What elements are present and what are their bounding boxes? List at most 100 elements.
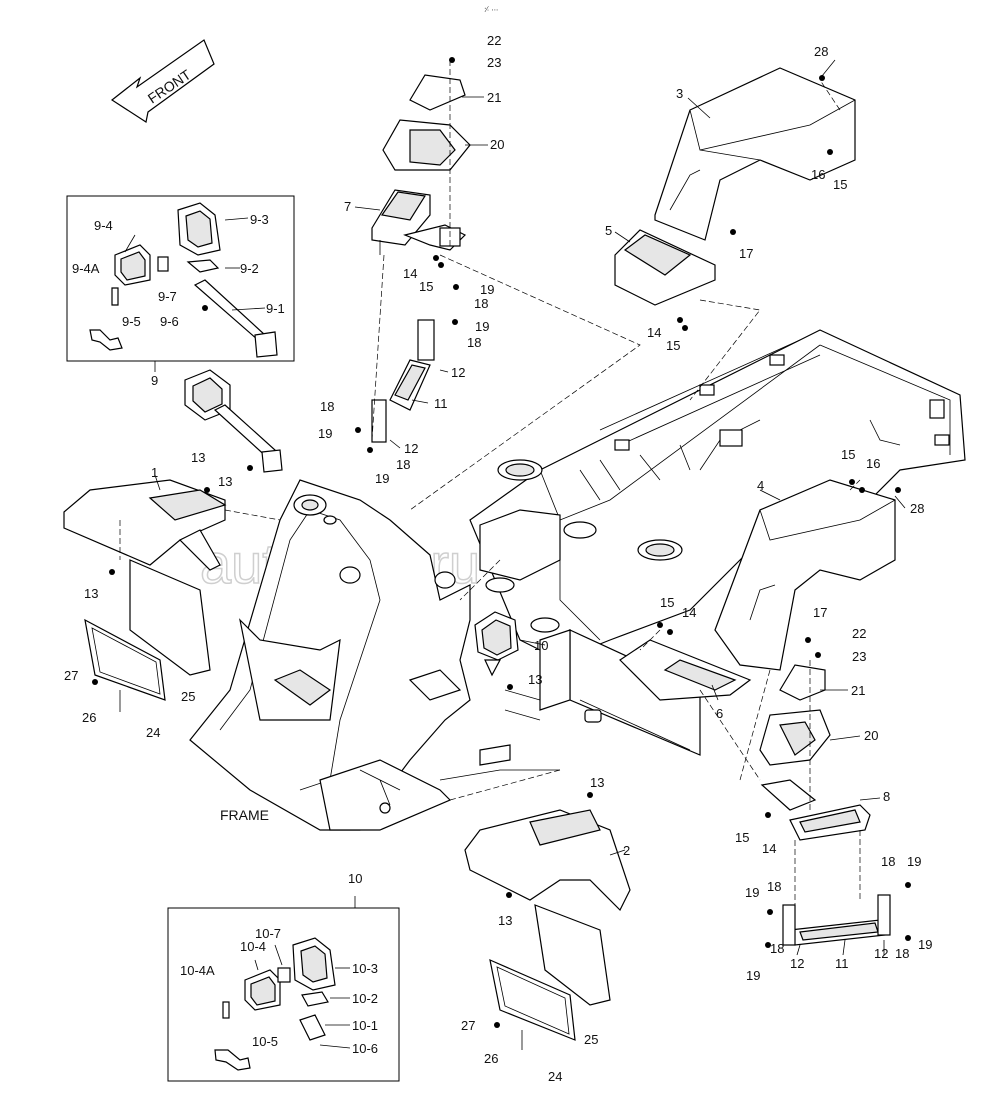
part-20-left-handrail-bracket	[382, 119, 471, 171]
part-11-right-lower-step	[782, 894, 891, 946]
callout-10-5: 10-5	[252, 1034, 278, 1049]
callout-19-e: 19	[907, 854, 921, 869]
callout-4: 4	[757, 478, 764, 493]
part-25-right-mud-flap	[489, 904, 611, 1050]
callout-9-4A: 9-4A	[72, 261, 100, 276]
part-25-left-mud-flap	[84, 559, 211, 712]
callout-24-a: 24	[146, 725, 160, 740]
callout-13-e: 13	[590, 775, 604, 790]
callout-10-6: 10-6	[352, 1041, 378, 1056]
callout-12-a: 12	[451, 365, 465, 380]
callout-19-d: 19	[375, 471, 389, 486]
callout-25-b: 25	[584, 1032, 598, 1047]
callout-23-b: 23	[852, 649, 866, 664]
callout-18-d: 18	[396, 457, 410, 472]
part-1-front-left-fender	[63, 479, 227, 571]
callout-16-b: 16	[866, 456, 880, 471]
callout-19-c: 19	[318, 426, 332, 441]
callout-28-a: 28	[814, 44, 828, 59]
callout-15-b: 15	[666, 338, 680, 353]
callout-10-2: 10-2	[352, 991, 378, 1006]
callout-14-c: 14	[682, 605, 696, 620]
callout-19-b: 19	[475, 319, 489, 334]
inset-box-10	[167, 896, 400, 1082]
callout-22-b: 22	[852, 626, 866, 641]
part-21-left-mount	[409, 74, 466, 111]
header-mark: ⸓ ∙∙∙	[484, 5, 498, 14]
part-21-right-mount	[779, 664, 826, 701]
callout-9-3: 9-3	[250, 212, 269, 227]
assembly-lines	[119, 60, 861, 905]
callout-19-f: 19	[745, 885, 759, 900]
callout-24-b: 24	[548, 1069, 562, 1084]
part-7-upper-left-step	[371, 189, 467, 255]
callout-10: 10	[534, 638, 548, 653]
front-direction-arrow: FRONT	[110, 39, 215, 123]
callout-19-g: 19	[746, 968, 760, 983]
callout-9-2: 9-2	[240, 261, 259, 276]
callout-10-4: 10-4	[240, 939, 266, 954]
callout-25-a: 25	[181, 689, 195, 704]
callout-12-b: 12	[404, 441, 418, 456]
part-20-right-handrail-bracket	[759, 709, 831, 766]
callout-14-d: 14	[762, 841, 776, 856]
callout-13-a: 13	[191, 450, 205, 465]
frame-label: FRAME	[220, 807, 269, 823]
callout-3: 3	[676, 86, 683, 101]
callout-10-4A: 10-4A	[180, 963, 215, 978]
part-9-left-lamp-assembly	[184, 369, 283, 473]
callout-26-b: 26	[484, 1051, 498, 1066]
leader-lines	[124, 59, 906, 1049]
callout-13-d: 13	[528, 672, 542, 687]
callout-2: 2	[623, 843, 630, 858]
callout-18-f: 18	[767, 879, 781, 894]
callout-11-left: 11	[434, 396, 448, 411]
callout-10-box: 10	[348, 871, 362, 886]
callout-9-5: 9-5	[122, 314, 141, 329]
part-5-rear-left-step	[614, 229, 716, 306]
callout-20-b: 20	[864, 728, 878, 743]
callout-1: 1	[151, 465, 158, 480]
part-8-lower-right-step	[760, 779, 871, 841]
callout-11-right: 11	[835, 956, 849, 971]
callout-19-a: 19	[480, 282, 494, 297]
callout-15-c: 15	[833, 177, 847, 192]
callout-12-d: 12	[874, 946, 888, 961]
callout-9-4: 9-4	[94, 218, 113, 233]
callout-27-a: 27	[64, 668, 78, 683]
callout-10-7: 10-7	[255, 926, 281, 941]
fasteners	[92, 57, 911, 1028]
callout-13-c: 13	[84, 586, 98, 601]
callout-23-a: 23	[487, 55, 501, 70]
callout-5: 5	[605, 223, 612, 238]
callout-12-c: 12	[790, 956, 804, 971]
callout-labels: 1 2 3 4 5 6 7 8 9 10 10 11 11 12 12 12 1…	[64, 33, 932, 1084]
callout-9: 9	[151, 373, 158, 388]
callout-19-h: 19	[918, 937, 932, 952]
callout-10-1: 10-1	[352, 1018, 378, 1033]
part-2-front-right-fender	[464, 809, 631, 912]
callout-22-a: 22	[487, 33, 501, 48]
callout-28-b: 28	[910, 501, 924, 516]
part-11-left-lower-step	[371, 319, 435, 443]
callout-13-f: 13	[498, 913, 512, 928]
callout-18-c: 18	[320, 399, 334, 414]
callout-6: 6	[716, 706, 723, 721]
callout-18-a: 18	[474, 296, 488, 311]
callout-7: 7	[344, 199, 351, 214]
callout-20-a: 20	[490, 137, 504, 152]
callout-14-a: 14	[403, 266, 417, 281]
callout-13-b: 13	[218, 474, 232, 489]
inset-box-9	[66, 195, 295, 372]
callout-9-7: 9-7	[158, 289, 177, 304]
callout-9-6: 9-6	[160, 314, 179, 329]
callout-21-a: 21	[487, 90, 501, 105]
callout-8: 8	[883, 789, 890, 804]
callout-17-a: 17	[739, 246, 753, 261]
part-10-right-lamp-assembly	[474, 611, 519, 677]
callout-10-3: 10-3	[352, 961, 378, 976]
part-6-rear-right-step	[619, 639, 752, 701]
callout-16-a: 16	[811, 167, 825, 182]
